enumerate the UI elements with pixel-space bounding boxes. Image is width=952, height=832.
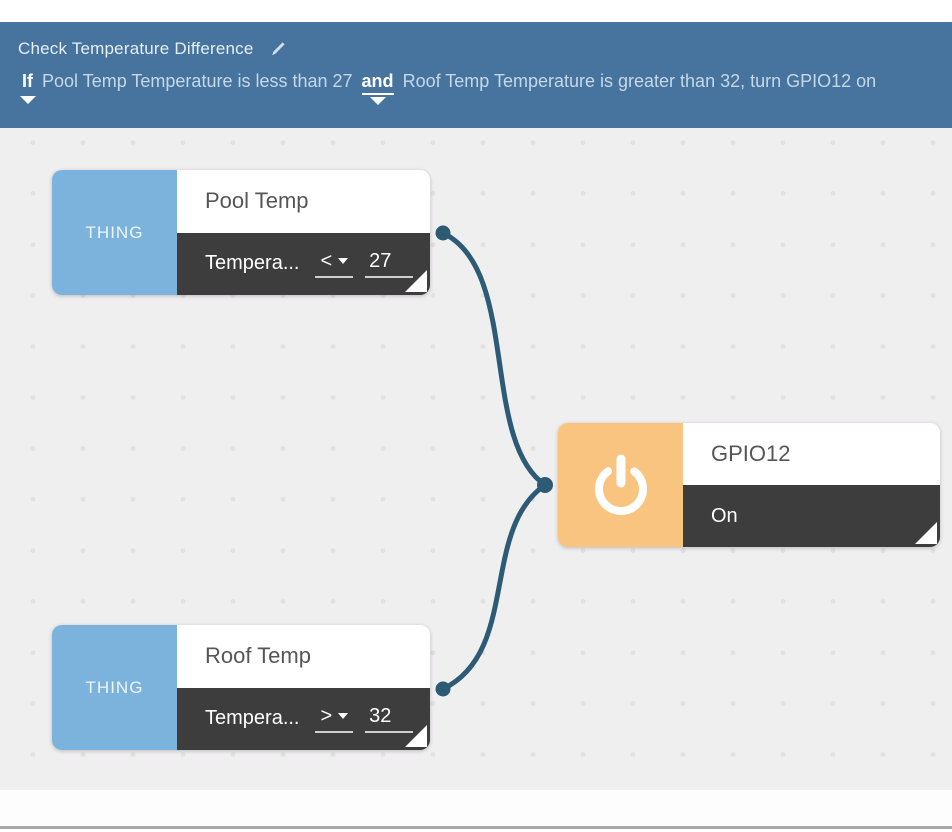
if-keyword-dropdown[interactable]: If [19,71,36,104]
rule-title: Check Temperature Difference [18,39,254,58]
dropdown-caret-icon [338,713,349,720]
node-roof-temp[interactable]: THING Roof Temp Tempera... > 32 [52,625,430,750]
state-label[interactable]: On [711,504,738,527]
node-title: GPIO12 [711,441,791,466]
node-body: GPIO12 On [683,423,940,547]
resize-handle[interactable] [915,522,937,544]
flow-canvas: THING Pool Temp Tempera... < 27 THING Ro… [0,128,952,790]
top-margin [0,0,952,22]
node-title: Pool Temp [205,188,309,214]
action-type-band [558,423,683,547]
node-title-row: Roof Temp [177,625,430,688]
node-title: Roof Temp [205,643,311,669]
gpio-input-port[interactable] [537,477,553,493]
thing-type-band: THING [52,170,177,295]
footer-margin [0,829,952,832]
connector-pool-to-gpio [440,230,548,488]
threshold-input[interactable]: 27 [365,250,414,278]
connector-layer [435,225,553,697]
roof-output-port[interactable] [435,681,451,697]
operator-value: > [320,704,333,727]
node-gpio12[interactable]: GPIO12 On [558,423,940,547]
if-label: If [22,71,33,91]
node-title-row: GPIO12 [683,423,940,485]
node-body: Roof Temp Tempera... > 32 [177,625,430,750]
operator-select[interactable]: < [315,249,354,278]
node-pool-temp[interactable]: THING Pool Temp Tempera... < 27 [52,170,430,295]
footer-strip [0,790,952,826]
chevron-down-icon [19,96,36,104]
thing-type-band: THING [52,625,177,750]
and-label: and [361,71,394,91]
node-setting-row: Tempera... < 27 [177,232,430,295]
node-title-row: Pool Temp [177,170,430,233]
footer-divider [0,826,952,829]
operator-select[interactable]: > [315,704,354,733]
dropdown-caret-icon [338,258,349,265]
property-label: Tempera... [205,707,300,730]
node-body: Pool Temp Tempera... < 27 [177,170,430,295]
rule-sentence: If Pool Temp Temperature is less than 27… [18,71,934,105]
connector-roof-to-gpio [440,482,548,692]
resize-handle[interactable] [405,725,427,747]
rule-title-row: Check Temperature Difference [18,35,934,63]
rule-header: Check Temperature Difference If Pool Tem… [0,22,952,128]
condition-clause-2: Roof Temp Temperature is greater than 32… [402,71,877,91]
node-setting-row: On [683,485,940,547]
pool-output-port[interactable] [435,225,451,241]
pencil-icon-svg [271,42,285,56]
condition-clause-1: Pool Temp Temperature is less than 27 [42,71,353,91]
node-type-label: THING [85,222,144,242]
threshold-input[interactable]: 32 [365,705,414,733]
operator-value: < [320,249,333,272]
pencil-icon[interactable] [268,39,288,59]
property-label: Tempera... [205,252,300,275]
node-setting-row: Tempera... > 32 [177,687,430,750]
and-keyword-dropdown[interactable]: and [361,71,394,105]
chevron-down-icon [369,97,386,105]
node-type-label: THING [85,677,144,697]
power-icon [594,454,647,515]
resize-handle[interactable] [405,270,427,292]
